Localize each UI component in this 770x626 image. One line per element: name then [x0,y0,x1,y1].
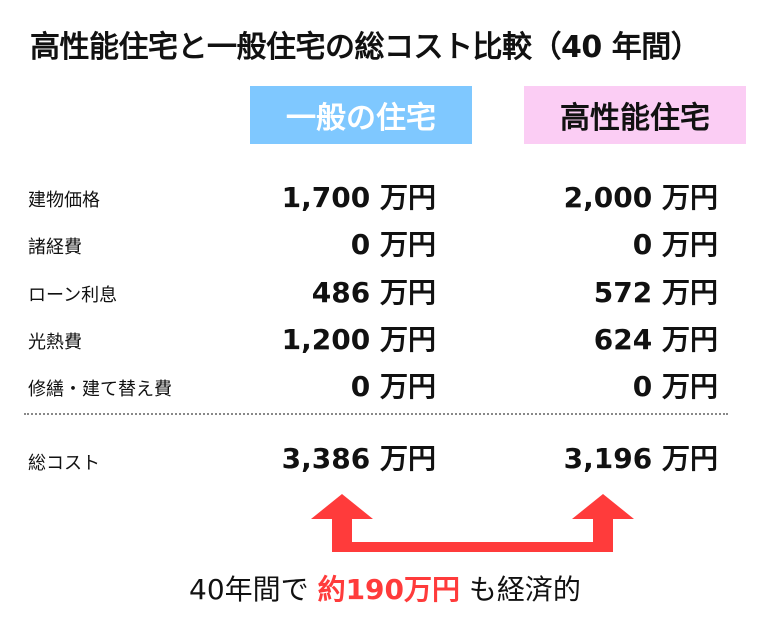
value-general-utilities: 1,200 万円 [281,323,436,356]
value-general-loan-interest: 486 万円 [311,276,436,309]
value-high-loan-interest: 572 万円 [593,276,718,309]
value-general-repair-rebuild: 0 万円 [350,370,436,403]
row-label-expenses: 諸経費 [28,237,82,258]
column-header-general: 一般の住宅 [250,86,472,144]
savings-suffix: も経済的 [460,573,581,606]
row-label-utilities: 光熱費 [28,332,82,353]
value-general-expenses: 0 万円 [350,228,436,261]
dotted-divider [24,413,728,415]
column-header-high-performance: 高性能住宅 [524,86,746,144]
row-label-repair-rebuild: 修繕・建て替え費 [28,379,172,400]
row-label-building-price: 建物価格 [28,190,100,211]
row-label-total-cost: 総コスト [28,453,100,474]
value-general-building-price: 1,700 万円 [281,181,436,214]
bracket-arrow-shape [311,494,634,552]
value-high-utilities: 624 万円 [593,323,718,356]
savings-summary: 40年間で 約190万円 も経済的 [0,568,770,608]
value-high-building-price: 2,000 万円 [563,181,718,214]
savings-prefix: 40年間で [189,573,318,606]
value-general-total-cost: 3,386 万円 [281,442,436,475]
value-high-repair-rebuild: 0 万円 [632,370,718,403]
row-label-loan-interest: ローン利息 [28,285,118,306]
value-high-expenses: 0 万円 [632,228,718,261]
savings-amount: 約190万円 [317,573,461,606]
page-title: 高性能住宅と一般住宅の総コスト比較（40 年間） [30,30,701,65]
value-high-total-cost: 3,196 万円 [563,442,718,475]
